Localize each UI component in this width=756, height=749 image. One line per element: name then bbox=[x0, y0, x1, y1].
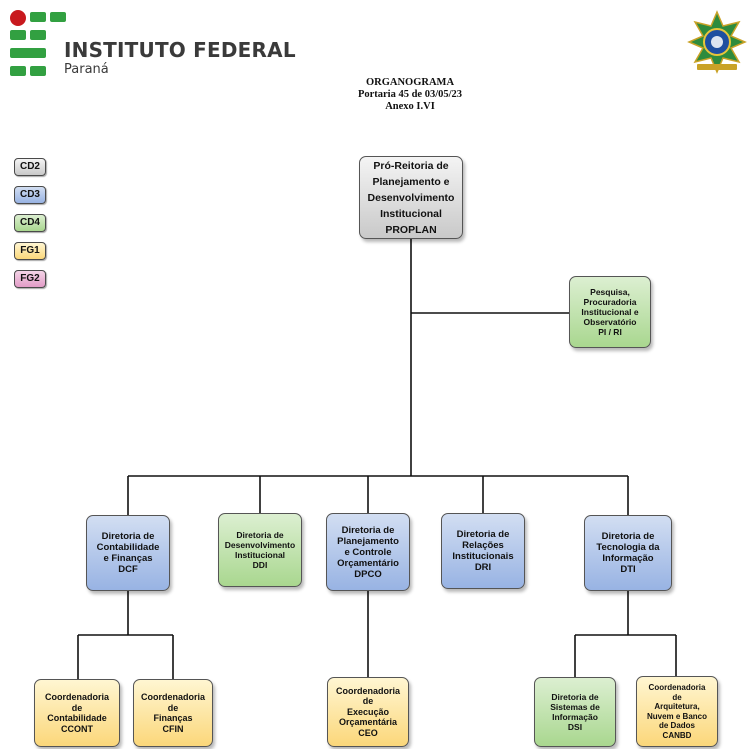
legend-fg2: FG2 bbox=[14, 270, 46, 288]
legend-fg1: FG1 bbox=[14, 242, 46, 260]
legend-cd3: CD3 bbox=[14, 186, 46, 204]
brand-subtitle: Paraná bbox=[64, 62, 109, 77]
legend-cd4: CD4 bbox=[14, 214, 46, 232]
coat-of-arms-icon bbox=[687, 10, 747, 74]
brand-name: INSTITUTO FEDERAL bbox=[64, 38, 296, 62]
logo-red-dot bbox=[10, 10, 26, 26]
legend-cd2: CD2 bbox=[14, 158, 46, 176]
page-title: ORGANOGRAMA Portaria 45 de 03/05/23 Anex… bbox=[357, 77, 463, 112]
institute-logo: INSTITUTO FEDERAL Paraná bbox=[10, 10, 296, 80]
